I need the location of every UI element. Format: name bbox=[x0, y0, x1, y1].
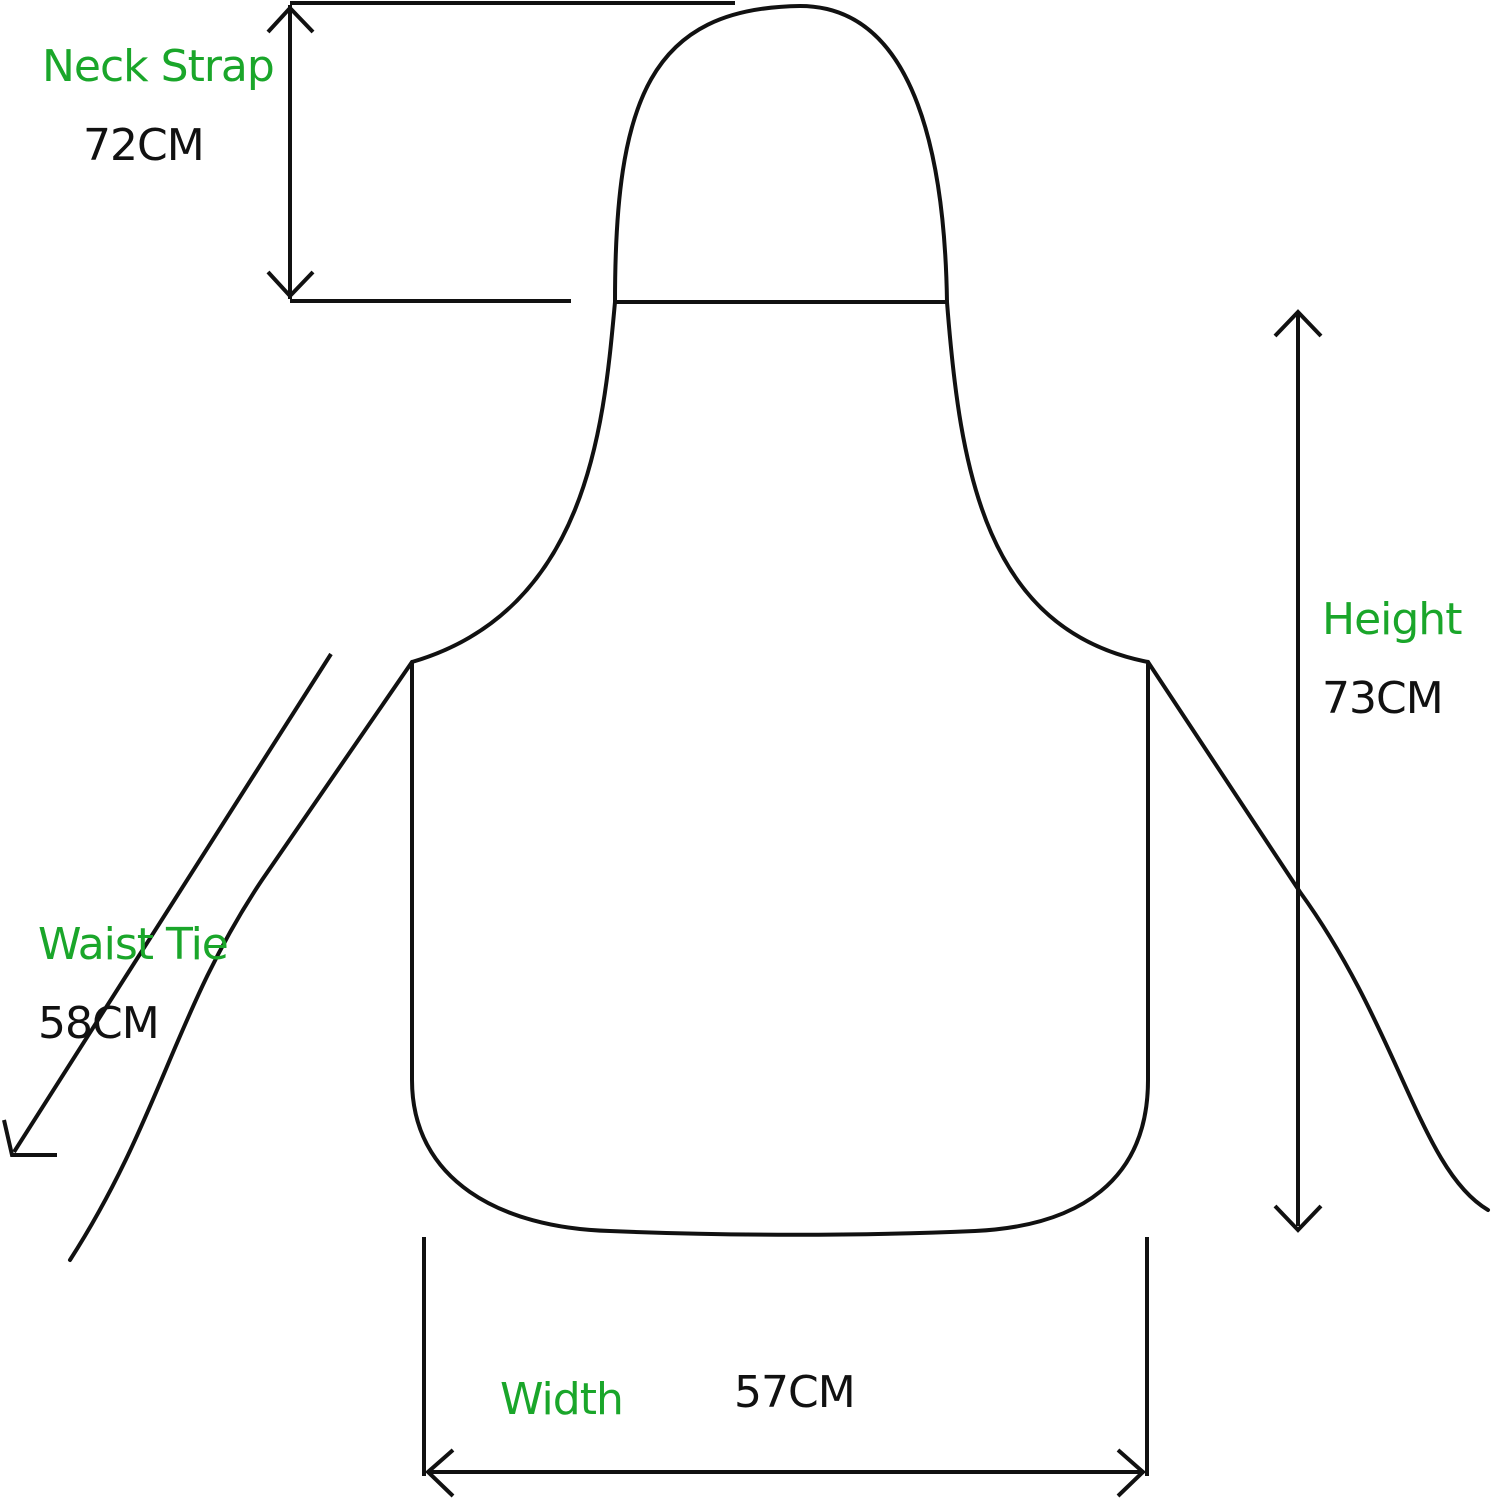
apron-body-outline bbox=[410, 300, 1150, 1237]
neck-strap-label: Neck Strap bbox=[42, 41, 275, 92]
waist-tie-right bbox=[1146, 660, 1490, 1212]
waist-tie-arrowhead bbox=[2, 1119, 57, 1157]
waist-tie-value: 58CM bbox=[38, 998, 160, 1049]
height-value: 73CM bbox=[1322, 673, 1444, 724]
width-arrowhead-right bbox=[1116, 1448, 1146, 1498]
height-label: Height bbox=[1322, 594, 1462, 645]
neck-strap-arrowhead-top bbox=[266, 5, 315, 34]
width-arrowhead-left bbox=[425, 1448, 455, 1498]
waist-tie-left bbox=[68, 660, 414, 1262]
neck-strap-arrowhead-bottom bbox=[266, 270, 315, 299]
neck-strap-value: 72CM bbox=[83, 120, 205, 171]
height-arrowhead-bottom bbox=[1273, 1204, 1323, 1233]
neck-strap-loop bbox=[613, 4, 949, 304]
width-label: Width bbox=[500, 1374, 624, 1425]
waist-tie-dimension-line bbox=[12, 652, 333, 1154]
width-value: 57CM bbox=[734, 1367, 856, 1418]
waist-tie-label: Waist Tie bbox=[38, 919, 229, 970]
height-arrowhead-top bbox=[1273, 309, 1323, 338]
